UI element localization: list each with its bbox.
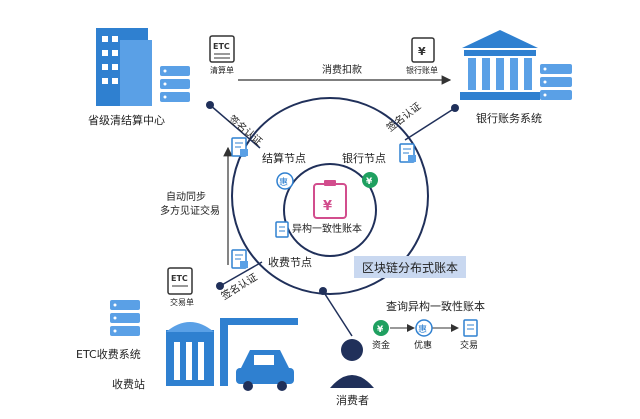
toll-gate-icon: [166, 318, 298, 386]
outer-ring: [231, 97, 429, 295]
provincial-center-label: 省级清结算中心: [88, 113, 165, 127]
bank-doc-icon: ¥: [411, 37, 435, 63]
verify-doc-icon: [231, 137, 248, 157]
sync-label-2: 多方见证交易: [160, 204, 220, 217]
spoke-toll: [219, 261, 263, 287]
blockchain-ledger-label: 区块链分布式账本: [362, 260, 458, 275]
fund-glyph: ¥: [366, 177, 373, 187]
car-icon: [236, 350, 294, 391]
etc-mark: ETC: [171, 274, 188, 283]
trade-doc-label: 交易单: [170, 297, 194, 307]
node-dot: [451, 104, 459, 112]
toll-node-label: 收费节点: [268, 255, 312, 269]
server-icon: [110, 300, 140, 336]
clipboard-icon: ¥: [313, 180, 347, 219]
spoke-bank: [404, 107, 456, 141]
query-fund-label: 资金: [372, 339, 390, 351]
clipboard-yuan: ¥: [323, 199, 332, 214]
discount-icon: 惠: [415, 319, 433, 337]
node-dot: [216, 282, 224, 290]
settlement-node-label: 结算节点: [262, 151, 306, 165]
yuan-mark: ¥: [418, 45, 426, 58]
bank-node-label: 银行节点: [342, 151, 386, 165]
etc-doc-icon: ETC: [167, 267, 193, 295]
verify-doc-icon: [231, 249, 248, 269]
discount-glyph: 惠: [279, 176, 288, 188]
node-dot: [319, 287, 327, 295]
blockchain-ledger-box: [354, 256, 466, 278]
discount-icon: 惠: [276, 172, 294, 190]
clearing-doc-label: 清算单: [210, 65, 234, 75]
node-dot: [206, 101, 214, 109]
ledger-center-label: 异构一致性账本: [292, 222, 362, 235]
server-icon: [540, 64, 572, 100]
etc-doc-icon: ETC: [209, 35, 235, 63]
bank-system-label: 银行账务系统: [476, 111, 542, 125]
toll-station-label: 收费站: [112, 377, 145, 391]
building-icon: [96, 28, 152, 106]
bank-doc-label: 银行账单: [406, 65, 438, 75]
fund-icon: ¥: [373, 320, 389, 336]
query-discount-label: 优惠: [414, 339, 432, 351]
inner-ring: [283, 163, 377, 257]
person-icon: [330, 339, 374, 388]
query-trade-label: 交易: [460, 339, 478, 351]
consumer-label: 消费者: [336, 393, 369, 407]
spoke-consumer: [322, 290, 353, 337]
etc-system-label: ETC收费系统: [76, 347, 141, 361]
trade-doc-icon: [463, 319, 478, 337]
fund-icon: ¥: [362, 172, 378, 188]
trade-doc-icon: [275, 221, 289, 238]
sync-label-1: 自动同步: [166, 190, 206, 203]
query-ledger-label: 查询异构一致性账本: [386, 299, 485, 313]
verify-doc-icon: [399, 143, 416, 163]
bank-icon: [460, 30, 540, 100]
spoke-settlement: [209, 104, 261, 149]
server-icon: [160, 66, 190, 102]
sign-label-right: 签名认证: [384, 99, 424, 134]
deduct-label: 消费扣款: [322, 63, 362, 76]
discount-glyph: 惠: [418, 323, 427, 335]
fund-glyph: ¥: [377, 325, 384, 335]
etc-mark: ETC: [213, 42, 230, 51]
